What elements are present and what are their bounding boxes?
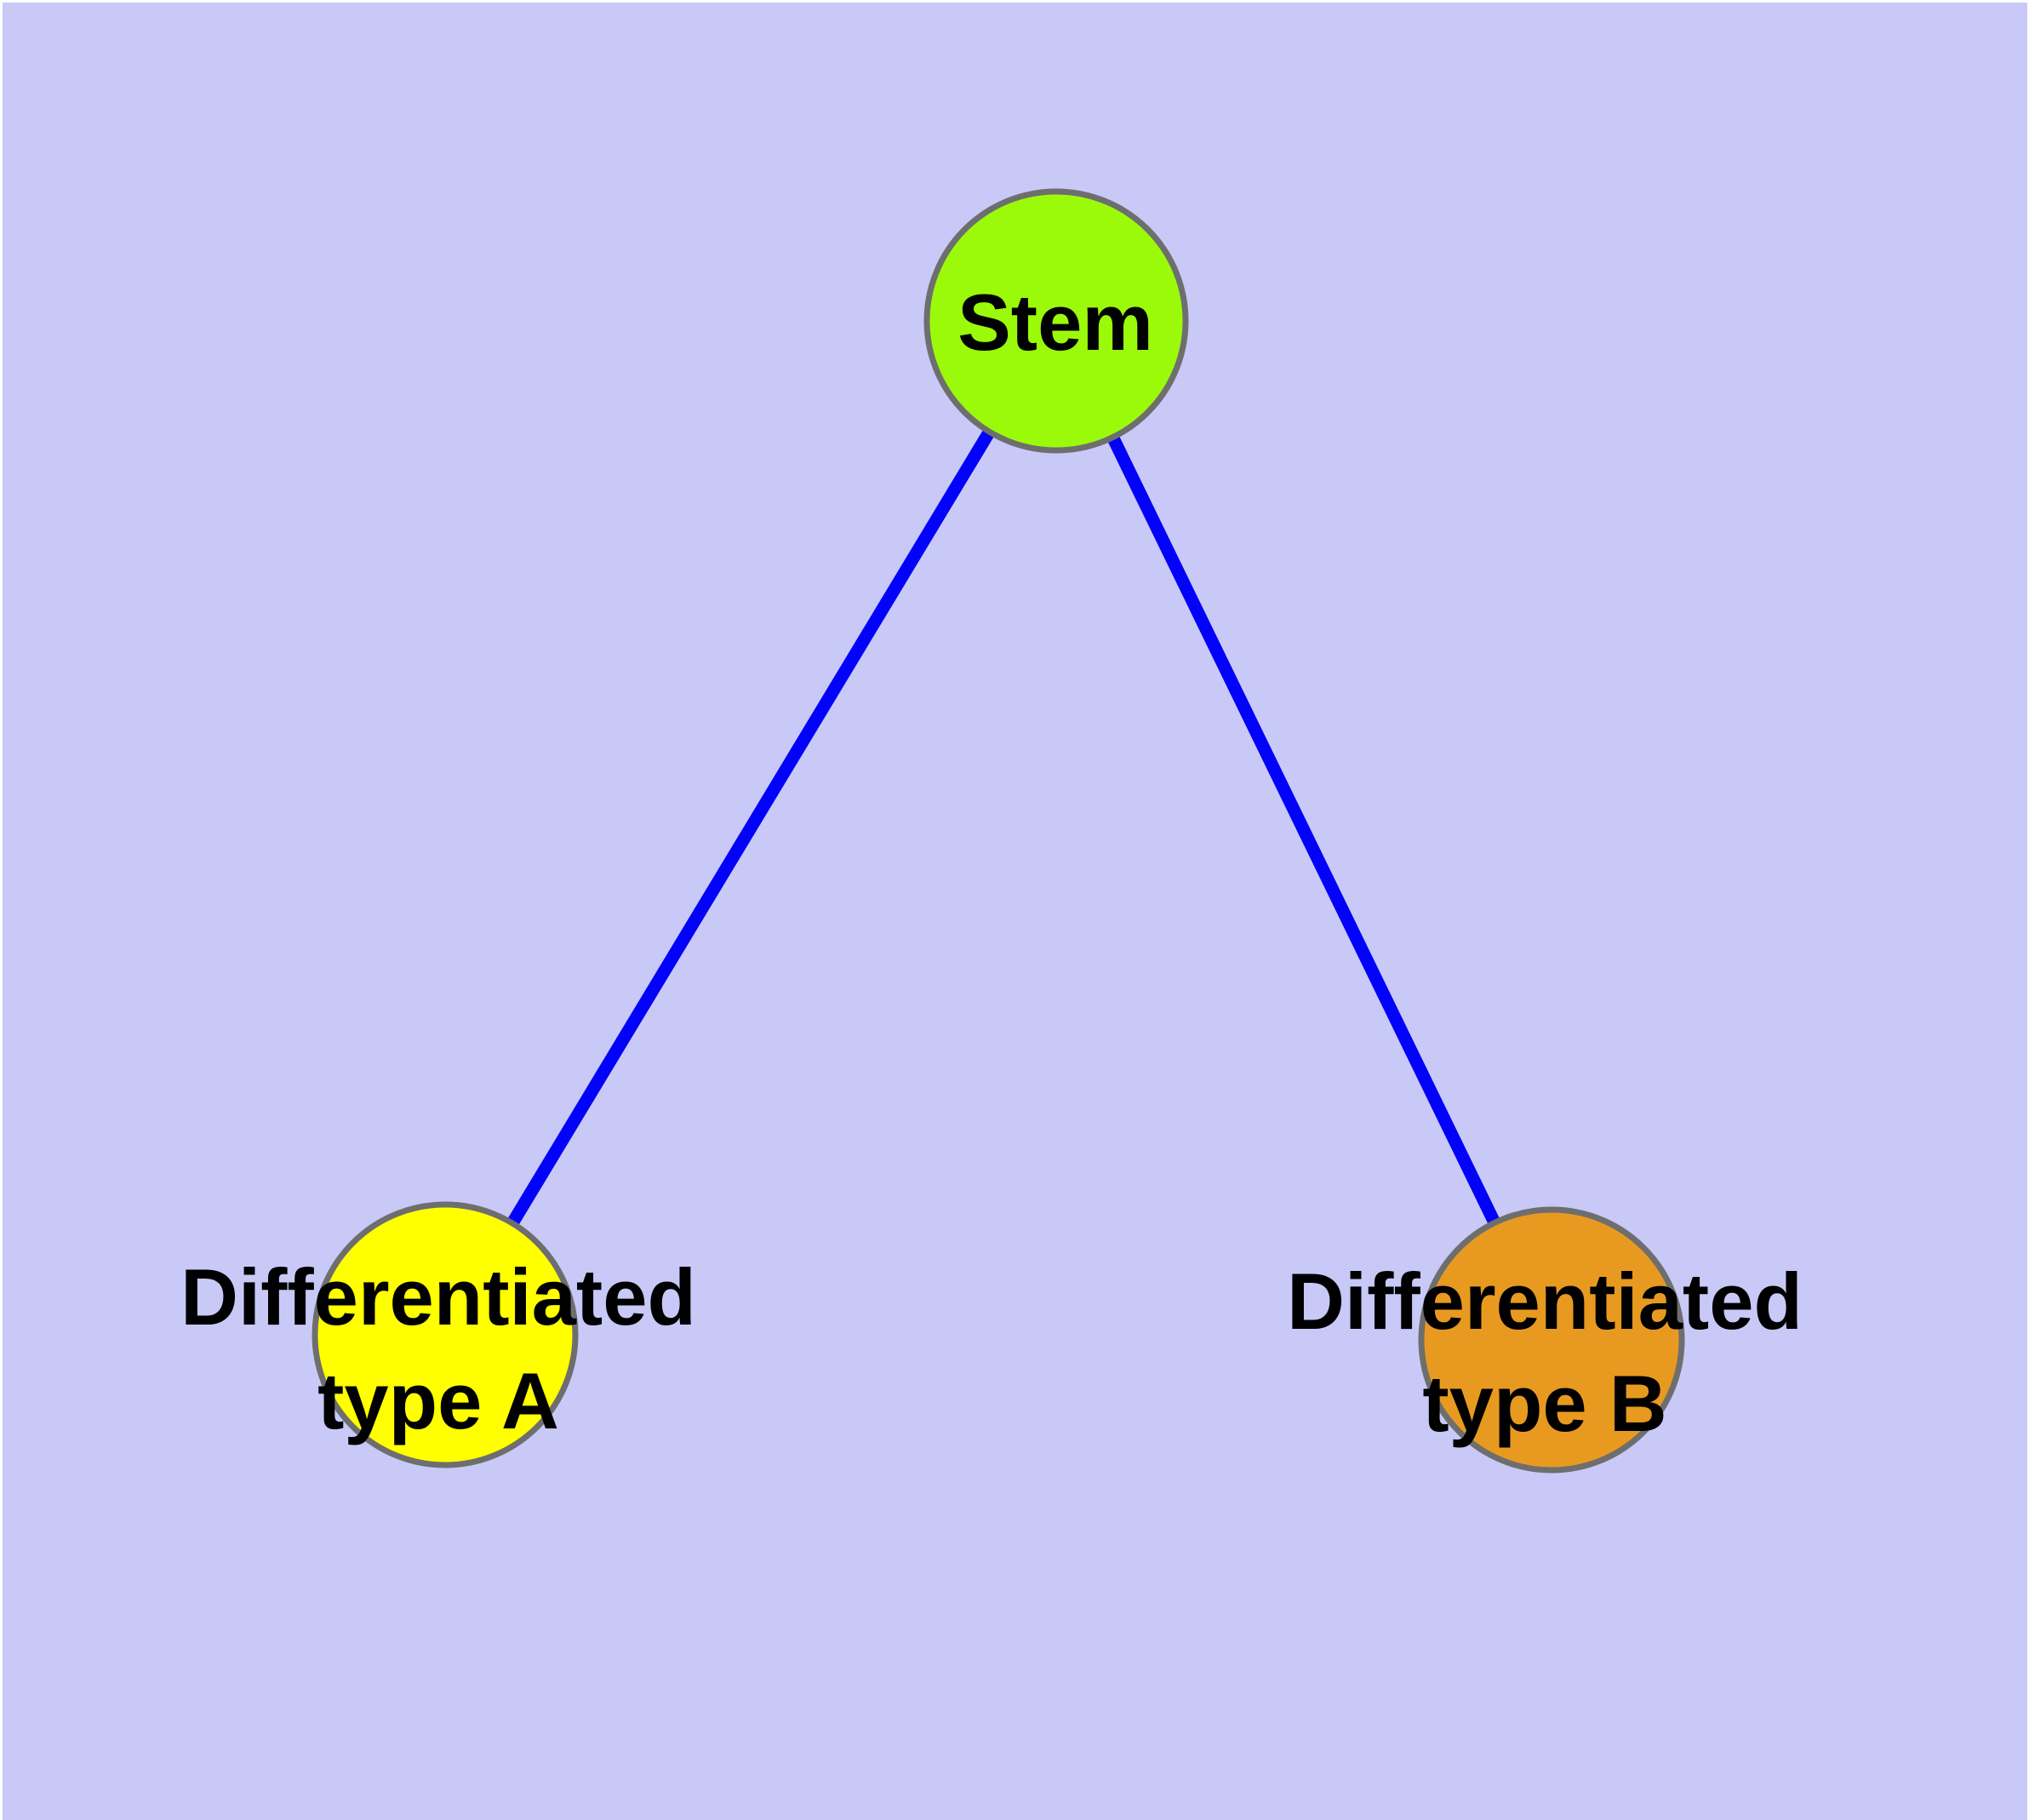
graph-canvas: Stem Differentiated type A Differentiate… (3, 3, 2027, 1820)
node-type-a-label-line1: Differentiated (180, 1252, 696, 1342)
node-differentiated-type-b (1418, 1206, 1685, 1474)
edge-stem-to-type-b (1050, 318, 1557, 1343)
node-type-b-label-line2: type B (1422, 1359, 1666, 1448)
node-stem (923, 188, 1189, 454)
node-differentiated-type-a (311, 1201, 579, 1468)
node-type-b-label-line1: Differentiated (1287, 1256, 1803, 1346)
node-stem-label: Stem (957, 278, 1153, 367)
diagram-frame: Stem Differentiated type A Differentiate… (3, 3, 2027, 1820)
edge-stem-to-type-a (439, 318, 1062, 1338)
node-type-a-label-line2: type A (317, 1356, 559, 1445)
